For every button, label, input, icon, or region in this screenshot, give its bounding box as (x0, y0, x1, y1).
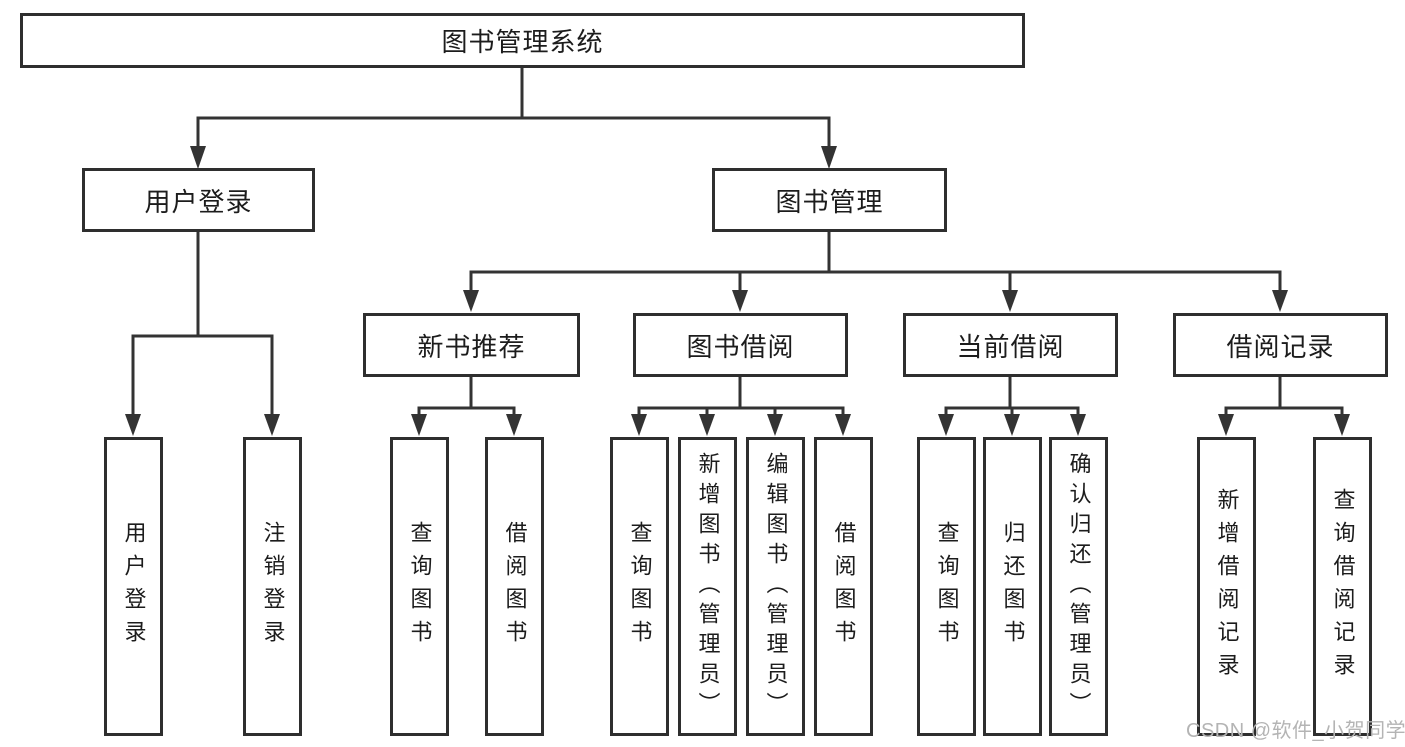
leaf-return-books-label: 归还图书 (1000, 520, 1026, 653)
csdn-watermark: CSDN @软件_小贺同学 (1186, 720, 1405, 742)
leaf-user-login: 用户登录 (104, 437, 163, 736)
leaf-borrow-books-label: 借阅图书 (831, 520, 857, 653)
leaf-confirm-return-admin: 确认归还（管理员） (1049, 437, 1108, 736)
leaf-query-books-recommend: 查询图书 (390, 437, 449, 736)
leaf-query-borrow-record: 查询借阅记录 (1313, 437, 1372, 736)
leaf-user-login-label: 用户登录 (121, 520, 147, 653)
leaf-borrow-books: 借阅图书 (814, 437, 873, 736)
leaf-return-books: 归还图书 (983, 437, 1042, 736)
node-book-borrowing: 图书借阅 (633, 313, 848, 377)
leaf-add-borrow-record: 新增借阅记录 (1197, 437, 1256, 736)
leaf-query-borrow-record-label: 查询借阅记录 (1330, 487, 1356, 686)
node-borrowing-records: 借阅记录 (1173, 313, 1388, 377)
leaf-add-books-admin-label: 新增图书（管理员） (695, 451, 721, 722)
leaf-borrow-books-recommend: 借阅图书 (485, 437, 544, 736)
leaf-logout-label: 注销登录 (260, 520, 286, 653)
leaf-confirm-return-admin-label: 确认归还（管理员） (1066, 451, 1092, 722)
node-new-book-recommendation: 新书推荐 (363, 313, 580, 377)
leaf-add-borrow-record-label: 新增借阅记录 (1214, 487, 1240, 686)
leaf-query-books-borrowing: 查询图书 (610, 437, 669, 736)
leaf-query-books-recommend-label: 查询图书 (407, 520, 433, 653)
leaf-query-books-current: 查询图书 (917, 437, 976, 736)
leaf-edit-books-admin-label: 编辑图书（管理员） (763, 451, 789, 722)
node-library-management-system: 图书管理系统 (20, 13, 1025, 68)
leaf-add-books-admin: 新增图书（管理员） (678, 437, 737, 736)
leaf-query-books-borrowing-label: 查询图书 (627, 520, 653, 653)
leaf-borrow-books-recommend-label: 借阅图书 (502, 520, 528, 653)
leaf-edit-books-admin: 编辑图书（管理员） (746, 437, 805, 736)
leaf-logout: 注销登录 (243, 437, 302, 736)
node-user-login: 用户登录 (82, 168, 315, 232)
arrowheads (125, 146, 1350, 436)
leaf-query-books-current-label: 查询图书 (934, 520, 960, 653)
node-book-management: 图书管理 (712, 168, 947, 232)
node-current-borrowing: 当前借阅 (903, 313, 1118, 377)
